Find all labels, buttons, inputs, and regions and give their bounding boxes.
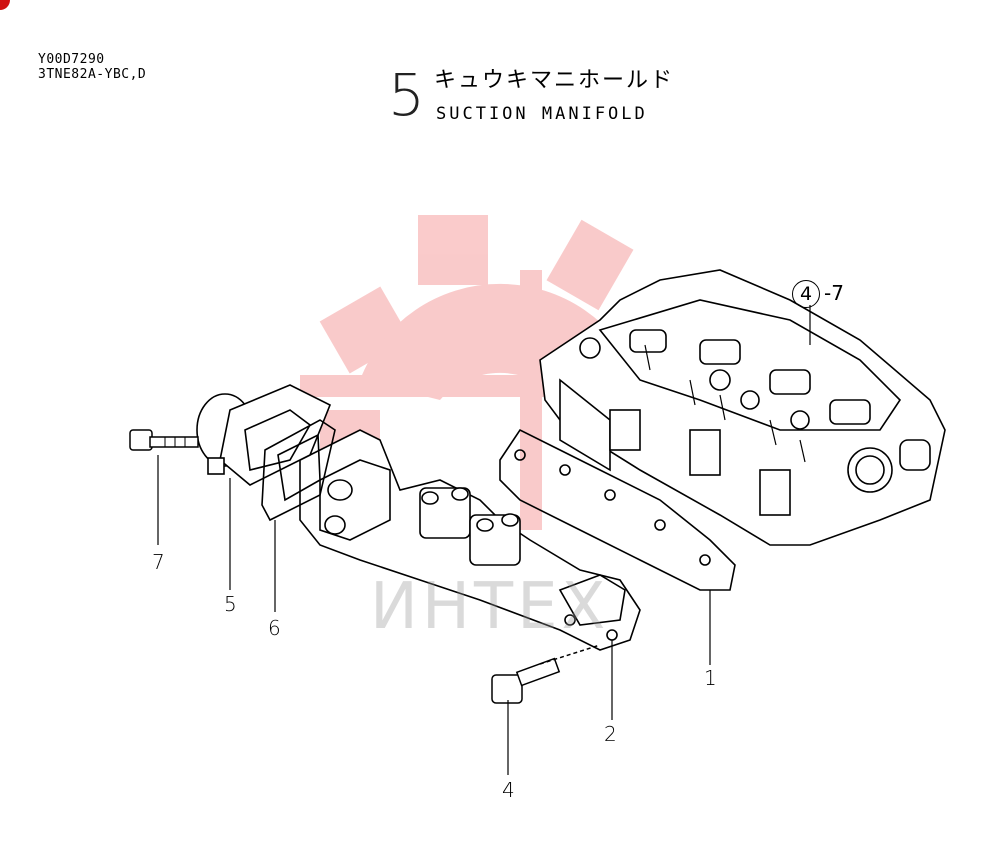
intake-cover (196, 384, 332, 486)
reference-callout: 4-7 (792, 280, 844, 308)
doc-id-block: Y00D7290 3TNE82A-YBC,D (38, 52, 146, 82)
watermark-text: ИНТЕХ (370, 570, 610, 644)
bolt-4 (491, 644, 601, 704)
section-number: 5 (388, 61, 425, 129)
leader-lines (157, 305, 811, 775)
callout-6: 6 (268, 616, 281, 640)
doc-code: Y00D7290 (38, 52, 105, 67)
callout-1: 1 (704, 666, 717, 690)
corner-mark (0, 0, 10, 10)
suction-manifold (299, 429, 641, 651)
manifold-gasket (499, 428, 736, 591)
title-english: SUCTION MANIFOLD (436, 104, 648, 124)
reference-circle: 4 (792, 280, 820, 308)
model-code: 3TNE82A-YBC,D (38, 67, 147, 82)
bolt-7 (129, 429, 199, 451)
cover-gasket (261, 419, 336, 522)
reference-suffix: -7 (824, 281, 844, 305)
callout-7: 7 (152, 550, 165, 574)
callout-5: 5 (224, 592, 237, 616)
callout-4: 4 (502, 778, 515, 802)
callout-2: 2 (604, 722, 617, 746)
cylinder-head (539, 269, 946, 546)
title-japanese: キュウキマニホールド (434, 68, 675, 93)
